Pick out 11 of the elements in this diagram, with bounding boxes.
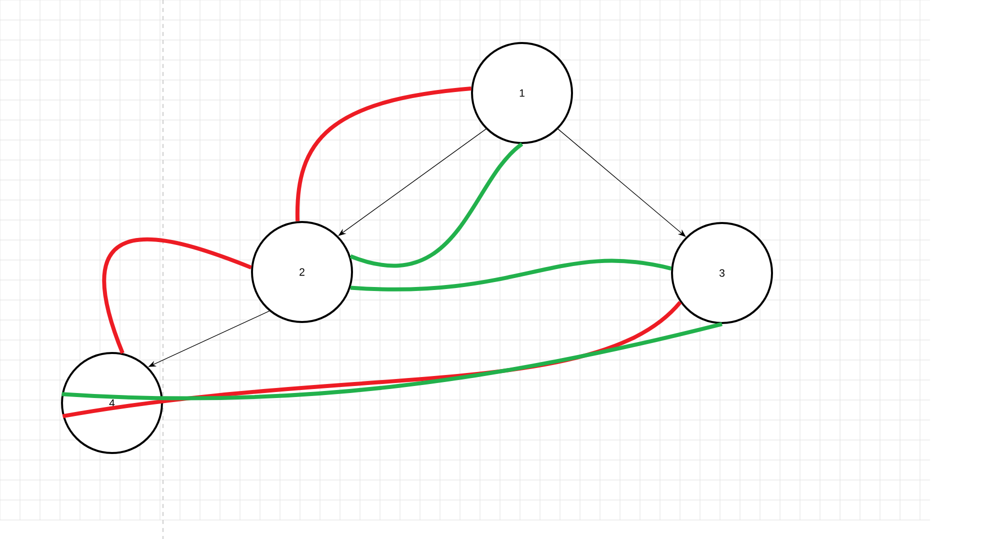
circle-node: 1	[471, 42, 573, 144]
curved-line	[102, 237, 252, 354]
curved-line	[296, 86, 472, 222]
curved-line	[62, 300, 682, 418]
circle-node: 4	[61, 352, 163, 454]
arrow	[558, 128, 686, 237]
circle-node: 2	[251, 221, 353, 323]
curved-line	[62, 322, 722, 400]
curved-line	[350, 258, 672, 292]
circle-node: 3	[671, 222, 773, 324]
curved-line	[350, 142, 524, 268]
